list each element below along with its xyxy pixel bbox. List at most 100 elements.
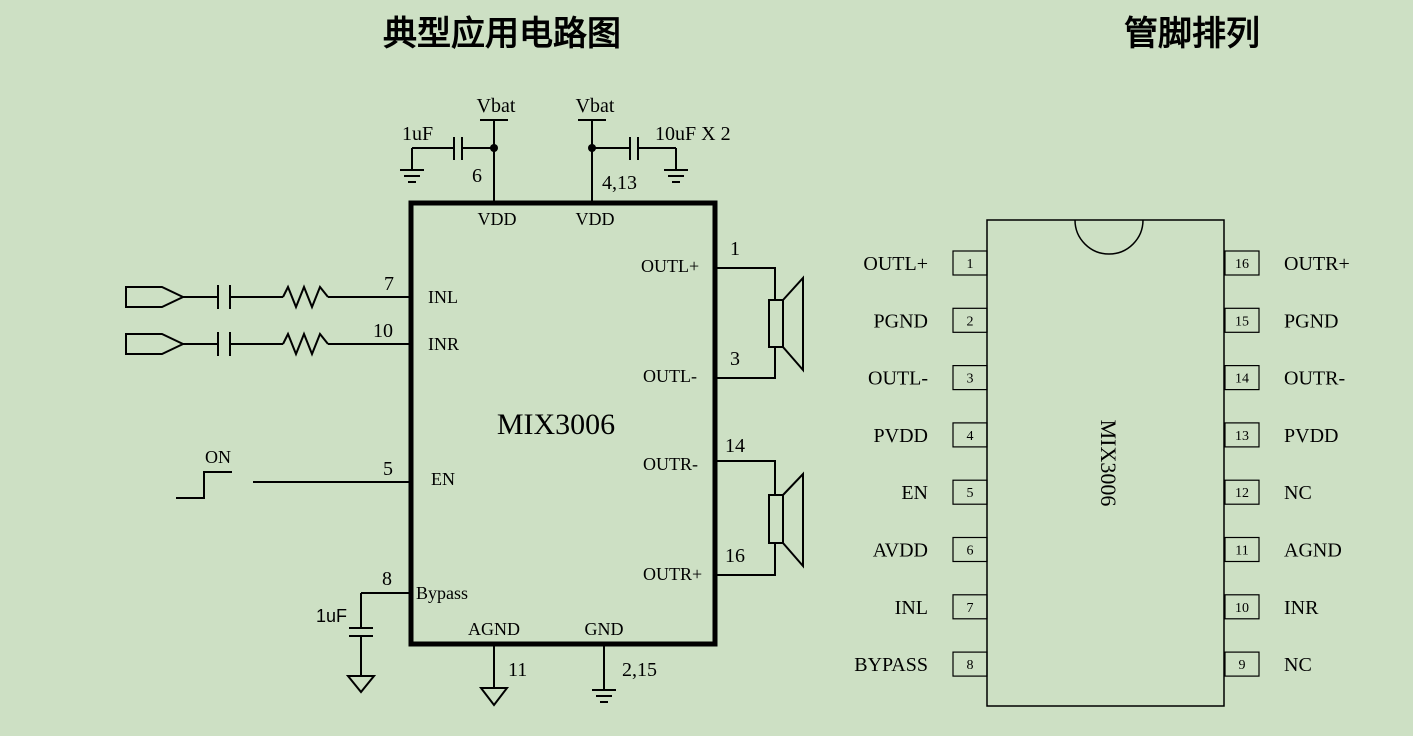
pin-name-7: INL — [895, 597, 928, 619]
pin-name-5: EN — [901, 482, 928, 504]
pin-name-2: PGND — [874, 310, 928, 332]
pin-16-number: 16 — [725, 545, 745, 567]
pin-name-8: BYPASS — [854, 654, 928, 676]
pin-number-3: 3 — [967, 372, 974, 387]
pin-8-number: 8 — [382, 568, 392, 590]
pin-name-13: PVDD — [1284, 425, 1338, 447]
pin-name-10: INR — [1284, 597, 1319, 619]
package-chip-name: MIX3006 — [1096, 420, 1121, 507]
pin-10-number: 10 — [373, 320, 393, 342]
pin-box-14 — [1224, 365, 1260, 391]
pin-number-8: 8 — [967, 658, 974, 673]
pin-7-number: 7 — [384, 273, 394, 295]
pin-box-10 — [1224, 594, 1260, 620]
supply-right: Vbat 10uF X 2 4,13 VDD — [576, 95, 731, 229]
pinout-package: MIX3006 — [986, 219, 1225, 707]
pin-number-9: 9 — [1239, 658, 1246, 673]
enable-input: ON 5 EN — [176, 447, 455, 499]
circuit-title: 典型应用电路图 — [383, 14, 621, 54]
bypass-label: Bypass — [416, 583, 468, 603]
pin-name-15: PGND — [1284, 310, 1338, 332]
pin-number-1: 1 — [967, 257, 974, 272]
vbat-right-label: Vbat — [576, 95, 615, 117]
pin-name-4: PVDD — [874, 425, 928, 447]
pin-name-9: NC — [1284, 654, 1312, 676]
package-notch — [1074, 219, 1144, 255]
input-inl: 7 INL — [125, 273, 458, 310]
pin-14-number: 14 — [725, 435, 745, 457]
pin-2-15-number: 2,15 — [622, 659, 657, 681]
inl-label: INL — [428, 287, 458, 307]
speaker-left: OUTL+ 1 OUTL- 3 — [641, 238, 804, 386]
pin-1-number: 1 — [730, 238, 740, 260]
pin-box-3 — [952, 365, 988, 391]
inr-label: INR — [428, 334, 459, 354]
outl-plus-label: OUTL+ — [641, 256, 699, 276]
chip-name: MIX3006 — [497, 408, 615, 441]
pin-box-6 — [952, 536, 988, 563]
pin-box-16 — [1224, 250, 1260, 276]
pin-box-4 — [952, 422, 988, 448]
pinout-title: 管脚排列 — [1124, 14, 1260, 54]
pin-5-number: 5 — [383, 458, 393, 480]
pin-name-1: OUTL+ — [863, 253, 928, 275]
pin-number-13: 13 — [1235, 429, 1249, 444]
pin-box-7 — [952, 594, 988, 620]
speaker-right: OUTR- 14 OUTR+ 16 — [643, 435, 804, 584]
outl-minus-label: OUTL- — [643, 366, 697, 386]
pin-name-14: OUTR- — [1284, 368, 1345, 390]
outr-minus-label: OUTR- — [643, 454, 698, 474]
pin-number-12: 12 — [1235, 486, 1249, 501]
chip-body — [408, 200, 718, 647]
pin-number-7: 7 — [967, 601, 974, 616]
vbat-left-label: Vbat — [477, 95, 516, 117]
pin-11-number: 11 — [508, 659, 527, 681]
pin-number-4: 4 — [967, 429, 974, 444]
input-inr: 10 INR — [125, 320, 459, 357]
agnd-label: AGND — [468, 619, 520, 639]
pin-box-5 — [952, 479, 988, 505]
pin-box-8 — [952, 651, 988, 677]
pin-number-16: 16 — [1235, 257, 1249, 272]
pin-name-16: OUTR+ — [1284, 253, 1350, 275]
pin-box-2 — [952, 307, 988, 333]
pin-box-9 — [1224, 651, 1260, 677]
outr-plus-label: OUTR+ — [643, 564, 702, 584]
en-label: EN — [431, 469, 455, 489]
pin-6-number: 6 — [472, 165, 482, 187]
package-body — [986, 219, 1225, 707]
pin-number-10: 10 — [1235, 601, 1249, 616]
pin-name-12: NC — [1284, 482, 1312, 504]
agnd-connection: AGND 11 — [468, 619, 527, 707]
pin-box-15 — [1224, 307, 1260, 333]
bypass-cap-label: 1uF — [316, 606, 347, 626]
pin-4-13-number: 4,13 — [602, 172, 637, 194]
pin-box-1 — [952, 250, 988, 276]
vdd-right-label: VDD — [576, 209, 615, 229]
pin-number-5: 5 — [967, 486, 974, 501]
pin-box-13 — [1224, 422, 1260, 448]
on-signal-label: ON — [205, 447, 231, 467]
pin-number-14: 14 — [1235, 372, 1249, 387]
pin-name-6: AVDD — [873, 540, 928, 562]
pin-number-2: 2 — [967, 314, 974, 329]
pin-box-11 — [1224, 536, 1260, 563]
pinout-left-pins: 1 OUTL+ 2 PGND 3 OUTL- 4 PVDD 5 EN 6 AVDD 7 INL 8 BYPAS… — [854, 250, 988, 677]
vdd-left-label: VDD — [478, 209, 517, 229]
pin-number-6: 6 — [967, 544, 974, 559]
gnd-label: GND — [585, 619, 624, 639]
pin-number-15: 15 — [1235, 314, 1249, 329]
cap-left-label: 1uF — [402, 123, 433, 145]
cap-right-label: 10uF X 2 — [655, 123, 731, 145]
gnd-connection: GND 2,15 — [585, 619, 657, 703]
pin-box-12 — [1224, 479, 1260, 505]
pin-name-11: AGND — [1284, 540, 1342, 562]
supply-left: Vbat 1uF 6 VDD — [400, 95, 517, 229]
pin-3-number: 3 — [730, 348, 740, 370]
pin-number-11: 11 — [1235, 544, 1248, 559]
bypass-network: 8 Bypass 1uF — [316, 568, 468, 694]
pin-name-3: OUTL- — [868, 368, 928, 390]
